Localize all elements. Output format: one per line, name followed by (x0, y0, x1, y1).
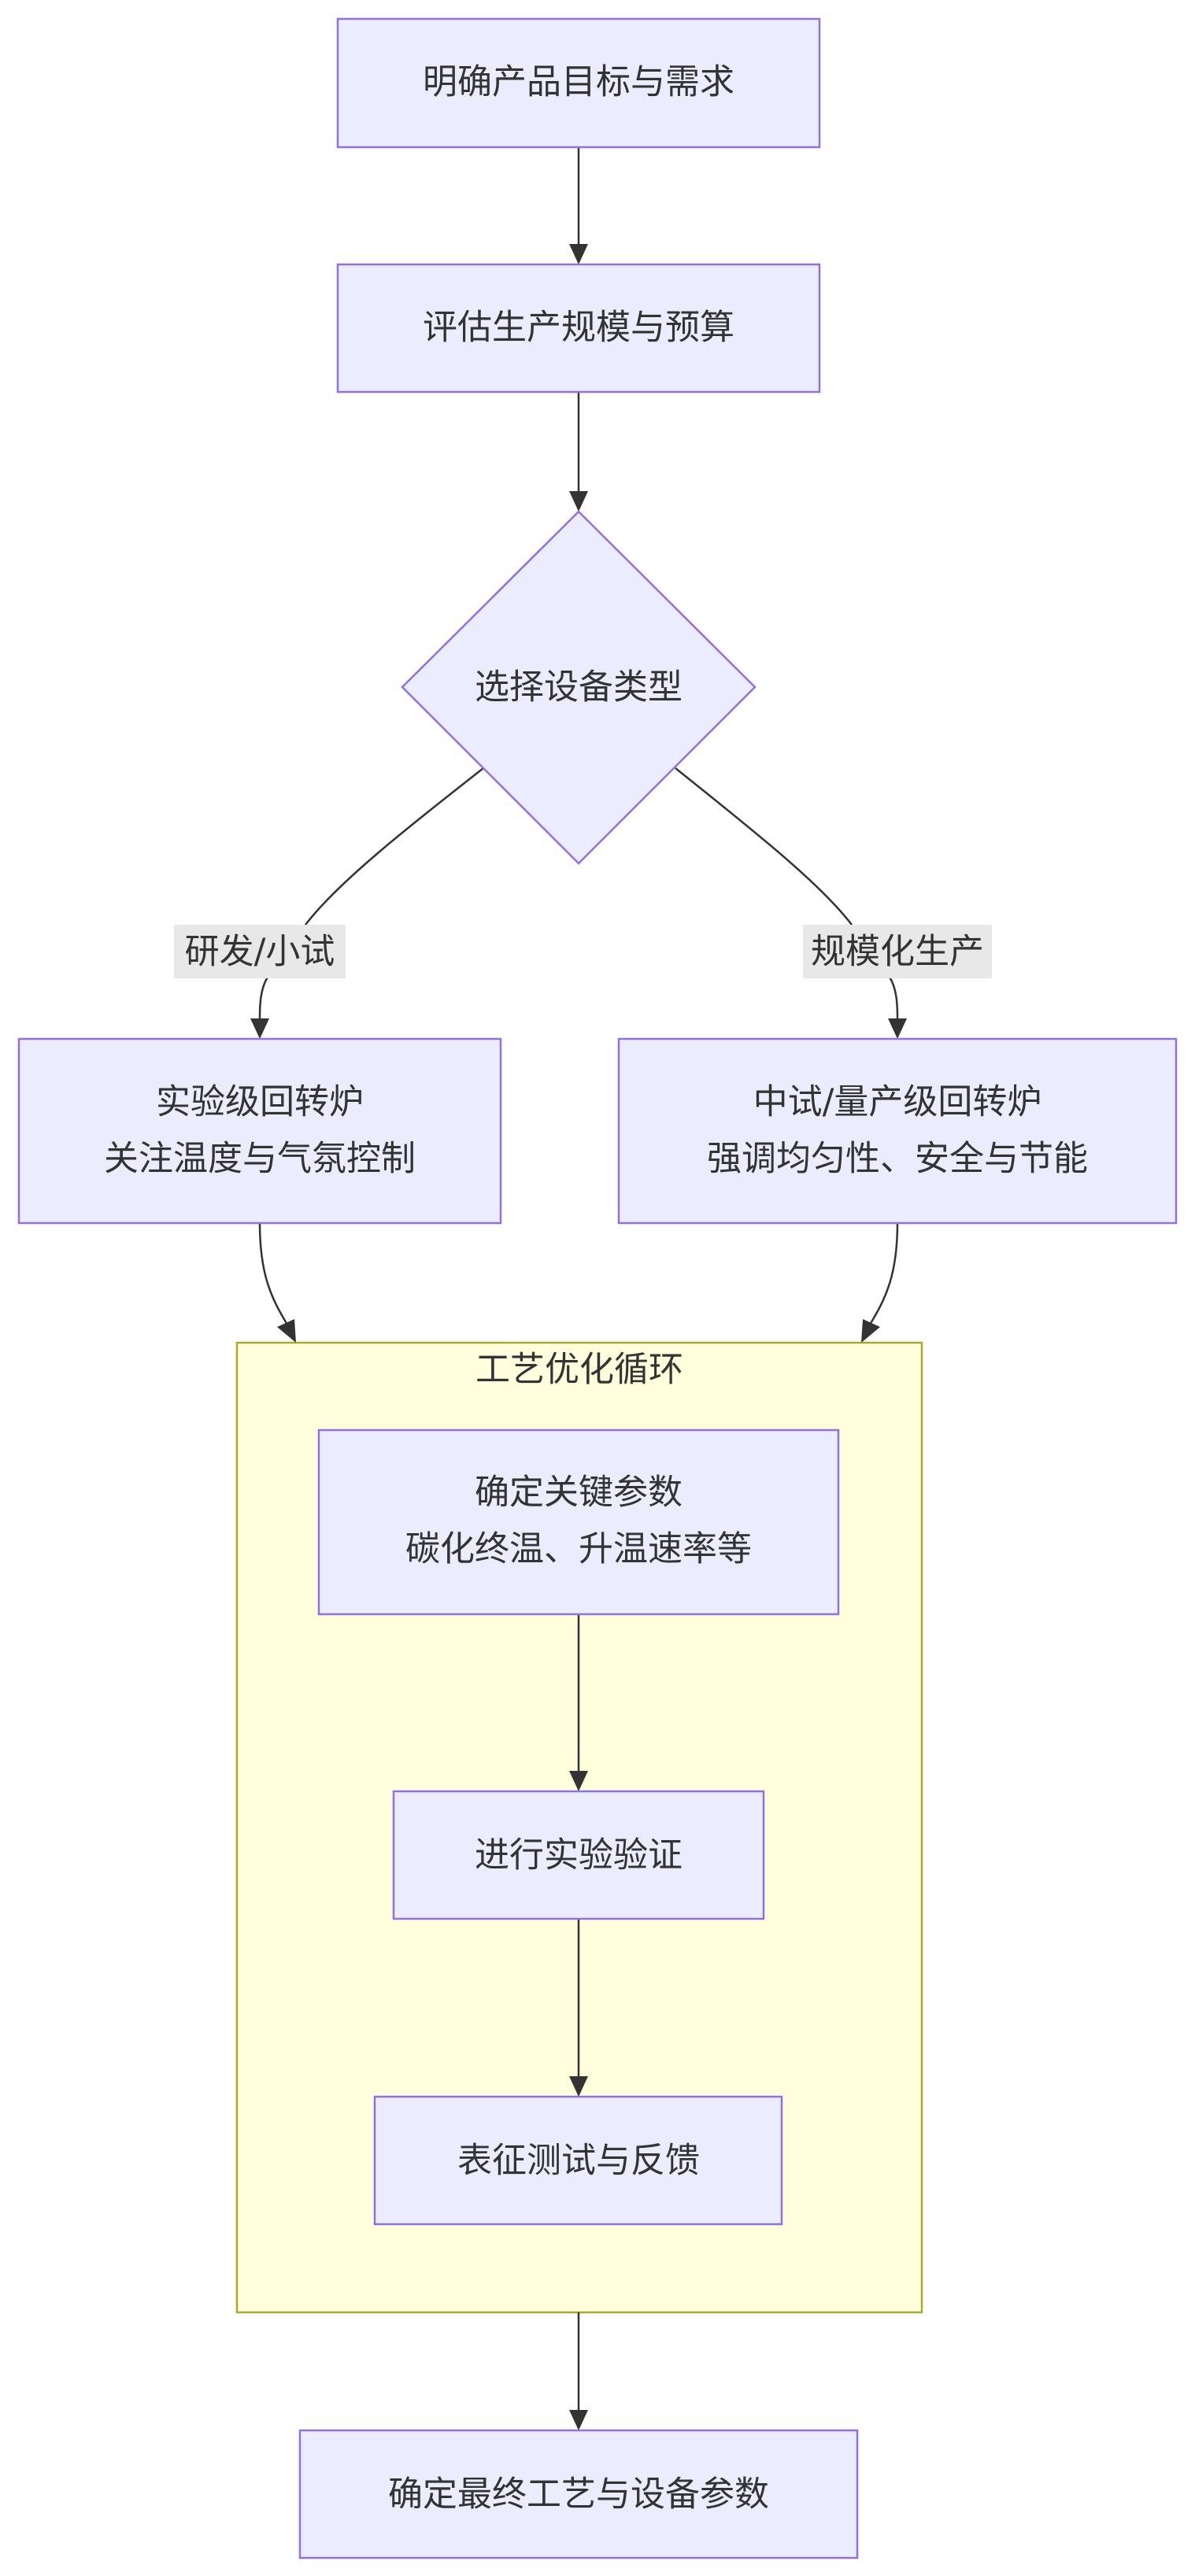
arrowhead-experiment-to-characterize (569, 2076, 588, 2097)
node-key-params-line2: 碳化终温、升温速率等 (405, 1529, 752, 1569)
edges (250, 147, 907, 2430)
node-prod-furnace-line1: 中试/量产级回转炉 (753, 1082, 1042, 1122)
edge-choose-to-prod-lower (887, 975, 899, 1019)
edge-prod-to-cluster (868, 1222, 899, 1325)
cluster-title: 工艺优化循环 (475, 1350, 683, 1390)
arrowhead-lab-to-cluster (277, 1319, 296, 1343)
edge-lab-to-cluster (258, 1222, 289, 1325)
node-assess-scale: 评估生产规模与预算 (336, 263, 821, 394)
node-choose-type: 选择设备类型 (401, 510, 757, 865)
node-choose-type-label: 选择设备类型 (475, 667, 683, 708)
edge-label-scale-text: 规模化生产 (811, 932, 984, 972)
node-characterize: 表征测试与反馈 (373, 2095, 783, 2226)
node-define-goal: 明确产品目标与需求 (336, 17, 821, 149)
node-lab-furnace-line1: 实验级回转炉 (156, 1082, 364, 1122)
node-experiment-label: 进行实验验证 (475, 1835, 683, 1876)
node-final: 确定最终工艺与设备参数 (298, 2429, 859, 2559)
edge-choose-to-prod (675, 767, 853, 926)
arrowhead-goal-to-scale (569, 244, 588, 264)
node-experiment: 进行实验验证 (392, 1790, 765, 1920)
edge-label-rnd-text: 研发/小试 (185, 932, 335, 972)
node-prod-furnace-line2: 强调均匀性、安全与节能 (707, 1139, 1088, 1179)
arrowhead-choose-to-prod (888, 1018, 907, 1039)
node-assess-scale-label: 评估生产规模与预算 (423, 308, 734, 348)
node-characterize-label: 表征测试与反馈 (457, 2141, 700, 2181)
node-lab-furnace-line2: 关注温度与气氛控制 (104, 1139, 416, 1179)
node-final-label: 确定最终工艺与设备参数 (388, 2474, 769, 2515)
arrowhead-choose-to-lab (250, 1018, 269, 1039)
arrowhead-scale-to-choose (569, 491, 588, 512)
edge-label-rnd: 研发/小试 (174, 925, 346, 978)
edge-choose-to-lab-lower (258, 975, 270, 1019)
node-define-goal-label: 明确产品目标与需求 (423, 62, 734, 102)
node-key-params-line1: 确定关键参数 (475, 1473, 683, 1513)
node-prod-furnace: 中试/量产级回转炉 强调均匀性、安全与节能 (617, 1037, 1178, 1225)
arrowhead-prod-to-cluster (861, 1319, 880, 1343)
arrowhead-params-to-experiment (569, 1771, 588, 1791)
node-lab-furnace: 实验级回转炉 关注温度与气氛控制 (17, 1037, 502, 1225)
edge-choose-to-lab (305, 767, 484, 926)
arrowhead-cluster-to-final (569, 2410, 588, 2430)
node-key-params: 确定关键参数 碳化终温、升温速率等 (317, 1428, 840, 1616)
edge-label-scale: 规模化生产 (803, 925, 992, 978)
